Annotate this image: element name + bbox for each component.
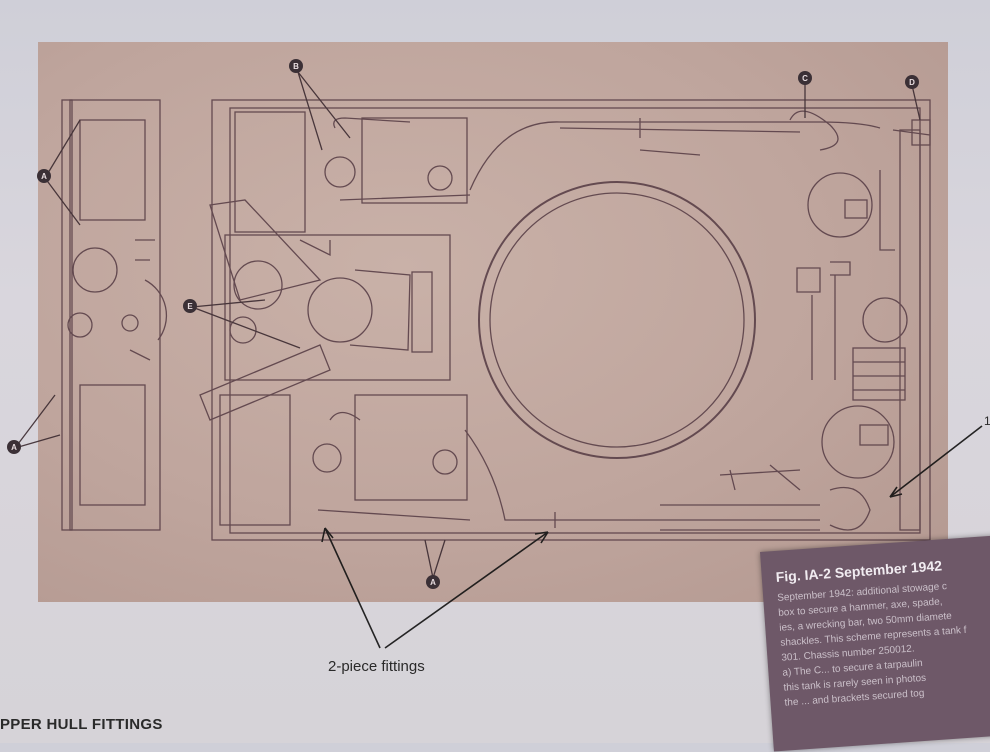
callout-dots [7, 59, 919, 589]
fitting-arrows [321, 425, 983, 649]
turret-ring [478, 181, 756, 459]
figure-caption-box: Fig. IA-2 September 1942 September 1942:… [760, 535, 990, 752]
annotation-leaders [14, 71, 921, 579]
side-view-strip [61, 99, 168, 531]
hull-outline [211, 99, 931, 541]
upper-stowage [234, 111, 471, 257]
number-one-label: 1 [984, 414, 990, 428]
tow-cable-bottom [464, 429, 871, 531]
drawing-plate [38, 42, 948, 602]
callout-e: E [187, 302, 193, 311]
callout-b: B [293, 62, 299, 71]
fittings-label: 2-piece fittings [328, 658, 425, 675]
callout-a-left: A [11, 443, 17, 452]
callout-c: C [802, 74, 808, 83]
tow-cable-top [469, 110, 881, 191]
engine-deck [199, 199, 451, 421]
callout-d: D [909, 78, 915, 87]
lower-stowage [219, 394, 471, 526]
callout-a-bottom: A [430, 578, 436, 587]
hull-fittings-title: PPER HULL FITTINGS [0, 716, 163, 733]
callout-a-top: A [41, 172, 47, 181]
right-equipment [796, 119, 931, 531]
caption-body: September 1942: additional stowage c box… [777, 576, 990, 711]
